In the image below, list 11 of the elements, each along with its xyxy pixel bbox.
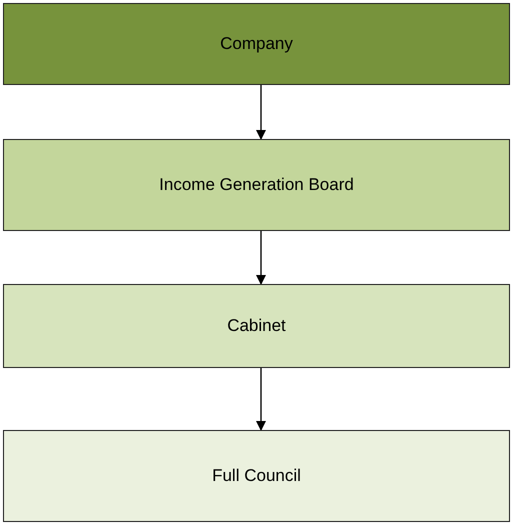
process-box xyxy=(3,3,510,85)
process-box xyxy=(3,139,510,231)
box-label: Cabinet xyxy=(227,316,286,336)
box-label: Company xyxy=(220,34,293,54)
process-box xyxy=(3,284,510,368)
box-label: Full Council xyxy=(212,466,301,486)
arrow xyxy=(256,85,266,140)
box-label: Income Generation Board xyxy=(159,175,354,195)
process-box xyxy=(3,430,510,522)
arrow xyxy=(256,231,266,285)
arrow xyxy=(256,368,266,431)
